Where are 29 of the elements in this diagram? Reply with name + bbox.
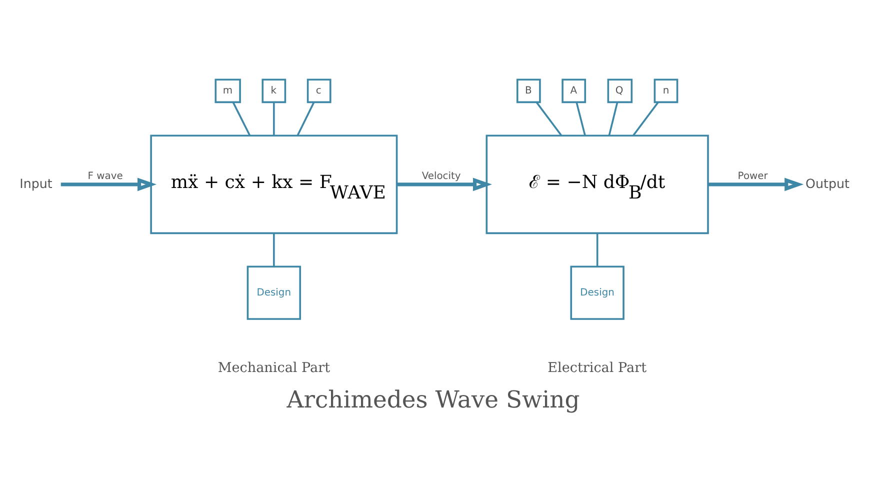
edge-label: Velocity <box>422 170 461 182</box>
arrow <box>708 177 804 191</box>
node-box: n <box>654 78 678 103</box>
edge-label: F wave <box>88 170 123 182</box>
arrow <box>396 177 492 191</box>
node-text: Input <box>20 175 52 190</box>
node-box: Q <box>607 78 633 103</box>
node-box: A <box>562 78 586 103</box>
connector <box>273 102 275 135</box>
node-label: Electrical Part <box>548 359 647 376</box>
connector <box>576 102 586 135</box>
connector <box>608 102 618 135</box>
connector <box>536 101 562 136</box>
edge-label: Power <box>738 170 768 182</box>
node-box: k <box>262 78 286 103</box>
connector <box>632 101 659 136</box>
node-label: Mechanical Part <box>218 359 330 376</box>
connector <box>296 101 315 136</box>
connector <box>232 101 250 136</box>
connector <box>273 232 275 266</box>
node-text: Output <box>806 175 850 190</box>
node-box: c <box>306 78 332 103</box>
arrow <box>60 177 157 191</box>
node-box: B <box>516 78 541 103</box>
node-box: Design <box>246 265 302 320</box>
node-box: m <box>214 78 241 103</box>
diagram-title: Archimedes Wave Swing <box>286 384 580 413</box>
node-box: Design <box>570 265 624 320</box>
connector <box>596 232 598 266</box>
